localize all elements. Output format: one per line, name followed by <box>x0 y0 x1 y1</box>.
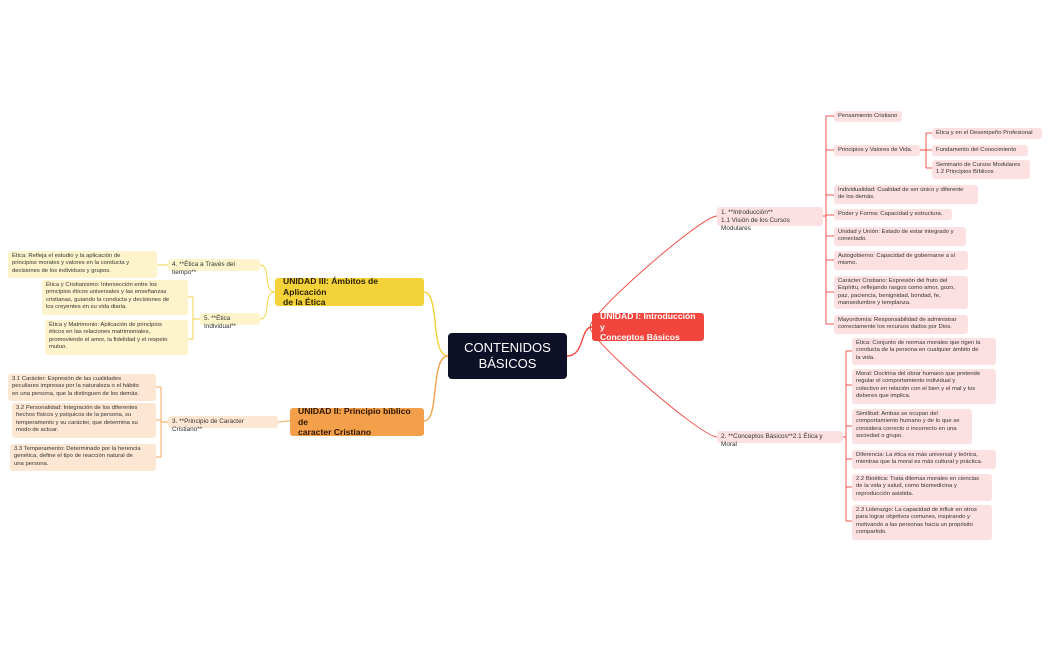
link-central-unit2 <box>423 355 449 422</box>
conceptos-item-similitud[interactable]: Similitud: Ambas se ocupan del comportam… <box>852 409 972 444</box>
unit1-branch-intro[interactable]: 1. **Introducción** 1.1 Visión de los Cu… <box>717 207 823 232</box>
conceptos-item-liderazgo[interactable]: 2.3 Liderazgo: La capacidad de influir e… <box>852 505 992 540</box>
intro-item-mayordomia[interactable]: Mayordomía: Responsabilidad de administr… <box>834 315 968 334</box>
principios-child-seminario[interactable]: Seminario de Cursos Modulares 1.2 Princi… <box>932 160 1030 179</box>
intro-item-caracter-cristiano[interactable]: Carácter Cristiano: Expresión del fruto … <box>834 276 968 309</box>
individual-item-cristianismo[interactable]: Ética y Cristianismo: Intersección entre… <box>42 280 188 315</box>
central-topic-label: CONTENIDOS BÁSICOS <box>464 339 551 371</box>
unit1-branch-conceptos[interactable]: 2. **Conceptos Básicos**2.1 Ética y Mora… <box>717 431 843 448</box>
intro-item-individualidad[interactable]: Individualidad: Cualidad de ser único y … <box>834 185 978 204</box>
individual-item-matrimonio[interactable]: Ética y Matrimonio: Aplicación de princi… <box>45 320 188 355</box>
unit2-branch-caracter-label: 3. **Principio de Caracter Cristiano** <box>172 418 244 433</box>
unit3-branch-individual[interactable]: 5. **Ética Individual** <box>200 313 260 330</box>
unit3-branch-tiempo[interactable]: 4. **Ética a Través del tiempo** <box>168 259 260 276</box>
intro-item-principios[interactable]: Principios y Valores de Vida. <box>834 145 920 156</box>
unit3-branch-individual-label: 5. **Ética Individual** <box>204 315 236 330</box>
conceptos-item-etica[interactable]: Ética: Conjunto de normas morales que ri… <box>852 338 996 365</box>
unit1-topic[interactable]: UNIDAD I: Introducción y Conceptos Básic… <box>592 310 704 343</box>
unit1-topic-label: UNIDAD I: Introducción y Conceptos Básic… <box>600 310 696 343</box>
unit2-branch-caracter[interactable]: 3. **Principio de Caracter Cristiano** <box>168 416 278 433</box>
conceptos-item-moral[interactable]: Moral: Doctrina del obrar humano que pre… <box>852 369 996 404</box>
link-central-unit3 <box>423 291 449 357</box>
unit2-topic[interactable]: UNIDAD II: Principio bíblico de caracter… <box>290 405 424 438</box>
principios-child-etica-desempeno[interactable]: Ética y en el Desempeño Profesional <box>932 128 1042 139</box>
conceptos-item-bioetica[interactable]: 2.2 Bioética: Trata dilemas morales en c… <box>852 474 992 501</box>
unit2-topic-label: UNIDAD II: Principio bíblico de caracter… <box>298 405 411 438</box>
central-topic[interactable]: CONTENIDOS BÁSICOS <box>448 333 567 379</box>
conceptos-item-diferencia[interactable]: Diferencia: La ética es más universal y … <box>852 450 996 469</box>
unit1-branch-intro-label: 1. **Introducción** 1.1 Visión de los Cu… <box>721 209 790 232</box>
intro-item-pensamiento[interactable]: Pensamiento Cristiano <box>834 111 902 122</box>
intro-item-unidad-union[interactable]: Unidad y Unión: Estado de estar integrad… <box>834 227 966 246</box>
tiempo-item-etica[interactable]: Ética: Refleja el estudio y la aplicació… <box>8 251 157 278</box>
unit3-topic[interactable]: UNIDAD III: Ámbitos de Aplicación de la … <box>275 275 424 308</box>
unit3-topic-label: UNIDAD III: Ámbitos de Aplicación de la … <box>283 275 379 308</box>
intro-item-poder-forma[interactable]: Poder y Forma: Capacidad y estructura. <box>834 209 952 220</box>
unit3-branch-tiempo-label: 4. **Ética a Través del tiempo** <box>172 261 235 276</box>
caracter-item-personalidad[interactable]: 3.2 Personalidad: Integración de los dif… <box>12 403 156 438</box>
caracter-item-caracter[interactable]: 3.1 Carácter: Expresión de las cualidade… <box>8 374 156 401</box>
link-central-unit1 <box>566 326 593 357</box>
caracter-item-temperamento[interactable]: 3.3 Temperamento: Determinado por la her… <box>10 444 156 471</box>
principios-child-fundamento[interactable]: Fundamento del Conocimiento <box>932 145 1028 156</box>
intro-item-autogobierno[interactable]: Autogobierno: Capacidad de gobernarse a … <box>834 251 968 270</box>
unit1-branch-conceptos-label: 2. **Conceptos Básicos**2.1 Ética y Mora… <box>721 433 823 448</box>
